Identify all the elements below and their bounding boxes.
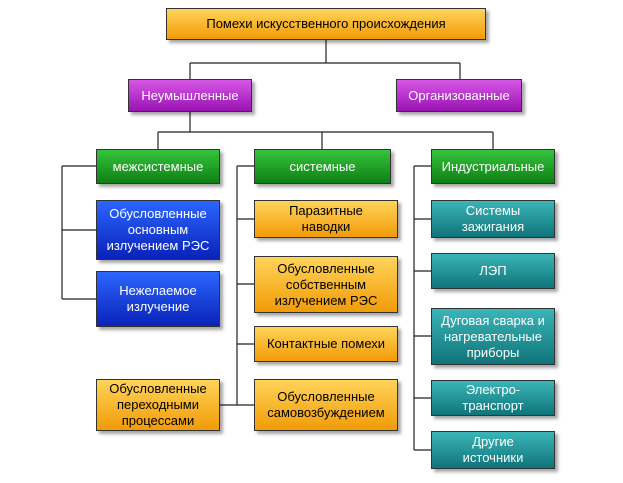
power-lines-node: ЛЭП: [431, 253, 555, 289]
node-line: Обусловленные: [277, 389, 375, 404]
ignition-node: Системы зажигания: [431, 200, 555, 238]
node-line: собственным: [285, 276, 367, 292]
node-line: Обусловленные: [109, 381, 207, 396]
node-line: транспорт: [462, 398, 524, 413]
node-line: Другие: [472, 434, 514, 449]
self-excitation-node: Обусловленные самовозбуждением: [254, 379, 398, 431]
node-line: зажигания: [461, 219, 525, 234]
node-line: Нежелаемое: [119, 283, 197, 298]
node-line: Системы: [465, 203, 521, 218]
organized-label: Организованные: [408, 87, 510, 103]
intersystem-node: межсистемные: [96, 149, 220, 184]
node-line: наводки: [301, 219, 351, 234]
intersystem-label: межсистемные: [112, 158, 204, 174]
node-line: излучением РЭС: [106, 238, 210, 253]
node-line: переходными: [116, 397, 200, 412]
industrial-node: Индустриальные: [431, 149, 555, 184]
contact-node: Контактные помехи: [254, 326, 398, 362]
unintentional-node: Неумышленные: [128, 79, 252, 112]
node-line: Обусловленные: [109, 206, 207, 221]
node-line: приборы: [466, 344, 520, 360]
transients-node: Обусловленные переходными процессами: [96, 379, 220, 431]
main-emission-node: Обусловленные основным излучением РЭС: [96, 200, 220, 260]
node-line: Обусловленные: [277, 260, 375, 276]
node-line: Дуговая сварка и: [441, 312, 545, 328]
parasitic-node: Паразитные наводки: [254, 200, 398, 238]
node-line: Электро-: [465, 382, 521, 397]
system-node: системные: [254, 149, 391, 184]
node-line: нагревательные: [443, 328, 543, 344]
root-node: Помехи искусственного происхождения: [166, 8, 486, 40]
industrial-label: Индустриальные: [441, 158, 545, 174]
own-emission-node: Обусловленные собственным излучением РЭС: [254, 256, 398, 313]
unwanted-emission-node: Нежелаемое излучение: [96, 271, 220, 327]
welding-node: Дуговая сварка и нагревательные приборы: [431, 308, 555, 365]
node-line: самовозбуждением: [267, 405, 385, 420]
electric-transport-node: Электро- транспорт: [431, 380, 555, 416]
node-line: источники: [462, 450, 524, 465]
other-sources-node: Другие источники: [431, 431, 555, 469]
organized-node: Организованные: [396, 79, 522, 112]
node-line: излучением РЭС: [274, 292, 378, 308]
node-line: основным: [127, 222, 189, 237]
node-line: излучение: [126, 299, 190, 314]
unintentional-label: Неумышленные: [141, 87, 239, 103]
node-line: Контактные помехи: [266, 336, 386, 351]
root-label: Помехи искусственного происхождения: [206, 16, 446, 31]
system-label: системные: [289, 158, 356, 174]
node-line: ЛЭП: [479, 263, 507, 278]
node-line: Паразитные: [289, 203, 363, 218]
node-line: процессами: [121, 413, 195, 428]
